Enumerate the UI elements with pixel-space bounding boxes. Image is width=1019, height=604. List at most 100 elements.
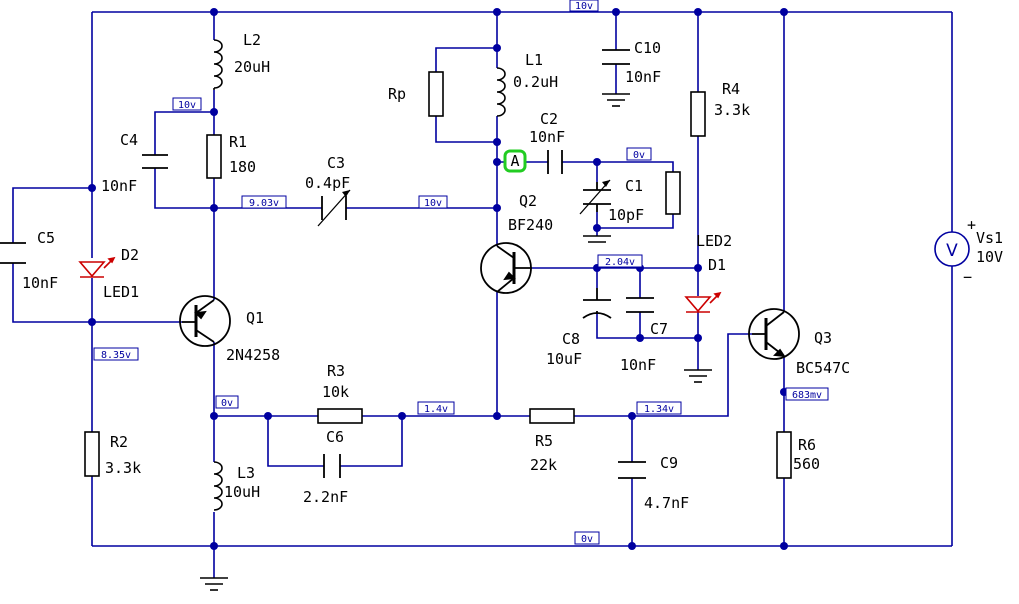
voltage-tag-q1-collector: 0v bbox=[215, 395, 239, 409]
l1-value: 0.2uH bbox=[513, 73, 558, 91]
voltage-source-vs1: V + − bbox=[934, 216, 976, 286]
inductor-l1 bbox=[496, 67, 506, 117]
capacitor-c5 bbox=[0, 242, 26, 264]
voltage-tag-ground-rail: 0v bbox=[574, 531, 600, 545]
voltage-tag-r3-right: 1.4v bbox=[417, 401, 455, 415]
voltage-tag-top-rail: 10v bbox=[569, 0, 599, 12]
led-d1 bbox=[684, 291, 722, 313]
d1-model: LED2 bbox=[696, 232, 732, 250]
svg-text:0v: 0v bbox=[221, 398, 233, 409]
c10-ref: C10 bbox=[634, 39, 661, 57]
svg-text:1.34v: 1.34v bbox=[644, 404, 674, 415]
capacitor-c9 bbox=[618, 461, 646, 479]
l1-ref: L1 bbox=[525, 51, 543, 69]
c1-value: 10pF bbox=[608, 206, 644, 224]
svg-text:10v: 10v bbox=[424, 198, 442, 209]
resistor-r6 bbox=[776, 431, 792, 479]
c3-ref: C3 bbox=[327, 154, 345, 172]
c1-ref: C1 bbox=[625, 177, 643, 195]
ground-icon bbox=[200, 93, 712, 591]
capacitor-c10 bbox=[602, 49, 630, 65]
c9-value: 4.7nF bbox=[644, 494, 689, 512]
r3-value: 10k bbox=[322, 383, 349, 401]
svg-text:10v: 10v bbox=[575, 1, 593, 12]
d1-ref: D1 bbox=[708, 256, 726, 274]
c7-value: 10nF bbox=[620, 356, 656, 374]
c10-value: 10nF bbox=[625, 68, 661, 86]
resistor-r2 bbox=[84, 431, 100, 477]
led-d2 bbox=[78, 256, 116, 278]
r4-value: 3.3k bbox=[714, 101, 750, 119]
c5-value: 10nF bbox=[22, 274, 58, 292]
r3-ref: R3 bbox=[327, 362, 345, 380]
voltage-tag-c4: 10v bbox=[172, 97, 202, 111]
probe-a[interactable]: A bbox=[503, 149, 527, 173]
capacitor-c8 bbox=[582, 288, 612, 319]
r2-ref: R2 bbox=[110, 433, 128, 451]
q3-ref: Q3 bbox=[814, 329, 832, 347]
c9-ref: C9 bbox=[660, 454, 678, 472]
q1-model: 2N4258 bbox=[226, 346, 280, 364]
resistor-c1-shunt bbox=[665, 171, 681, 215]
c6-ref: C6 bbox=[326, 428, 344, 446]
c3-value: 0.4pF bbox=[305, 174, 350, 192]
resistor-r5 bbox=[529, 408, 575, 424]
l3-value: 10uH bbox=[224, 483, 260, 501]
vs1-plus: + bbox=[967, 216, 976, 234]
d2-ref: D2 bbox=[121, 246, 139, 264]
capacitor-c7 bbox=[626, 297, 654, 313]
capacitor-c3 bbox=[317, 189, 351, 227]
q2-ref: Q2 bbox=[519, 192, 537, 210]
vs1-value: 10V bbox=[976, 248, 1003, 266]
rp-ref: Rp bbox=[388, 85, 406, 103]
l3-ref: L3 bbox=[237, 464, 255, 482]
c8-ref: C8 bbox=[562, 330, 580, 348]
voltage-tags: 10v 10v 9.03v 10v 0v 2.04v 8.35v 0v 1.4v… bbox=[93, 0, 829, 545]
resistor-r1 bbox=[206, 134, 222, 179]
r2-value: 3.3k bbox=[105, 459, 141, 477]
d2-model: LED1 bbox=[103, 283, 139, 301]
transistor-q1 bbox=[179, 295, 231, 347]
capacitor-c2 bbox=[547, 150, 563, 174]
c4-ref: C4 bbox=[120, 131, 138, 149]
c7-ref: C7 bbox=[650, 320, 668, 338]
r6-value: 560 bbox=[793, 455, 820, 473]
resistor-r3 bbox=[317, 408, 363, 424]
inductor-l2 bbox=[213, 39, 223, 89]
l2-value: 20uH bbox=[234, 58, 270, 76]
c6-value: 2.2nF bbox=[303, 488, 348, 506]
capacitor-c6 bbox=[323, 454, 341, 478]
transistor-q2 bbox=[480, 242, 532, 294]
voltage-tag-q1-base: 8.35v bbox=[93, 347, 139, 361]
r1-ref: R1 bbox=[229, 133, 247, 151]
resistor-rp bbox=[428, 71, 444, 117]
capacitor-c4 bbox=[142, 154, 168, 169]
voltage-tag-c3-right: 10v bbox=[418, 195, 448, 209]
voltage-tag-r1-bottom: 9.03v bbox=[241, 195, 287, 209]
c2-ref: C2 bbox=[540, 110, 558, 128]
svg-text:8.35v: 8.35v bbox=[101, 350, 131, 361]
resistor-r4 bbox=[690, 91, 706, 137]
c8-value: 10uF bbox=[546, 350, 582, 368]
c5-ref: C5 bbox=[37, 229, 55, 247]
r5-value: 22k bbox=[530, 456, 557, 474]
transistor-q3 bbox=[748, 308, 800, 360]
r5-ref: R5 bbox=[535, 432, 553, 450]
inductor-l3 bbox=[213, 461, 223, 511]
svg-text:10v: 10v bbox=[178, 100, 196, 111]
c4-value: 10nF bbox=[101, 177, 137, 195]
svg-text:0v: 0v bbox=[633, 150, 645, 161]
vs1-meter-symbol: V bbox=[946, 241, 958, 261]
q1-ref: Q1 bbox=[246, 309, 264, 327]
r4-ref: R4 bbox=[722, 80, 740, 98]
vs1-ref: Vs1 bbox=[976, 229, 1003, 247]
svg-text:9.03v: 9.03v bbox=[249, 198, 279, 209]
r1-value: 180 bbox=[229, 158, 256, 176]
c2-value: 10nF bbox=[529, 128, 565, 146]
svg-text:2.04v: 2.04v bbox=[605, 257, 635, 268]
svg-text:683mv: 683mv bbox=[792, 390, 822, 401]
voltage-tag-q3-emitter: 683mv bbox=[785, 387, 829, 401]
voltage-tag-c1-right: 0v bbox=[626, 147, 652, 161]
capacitor-c1 bbox=[579, 179, 611, 215]
